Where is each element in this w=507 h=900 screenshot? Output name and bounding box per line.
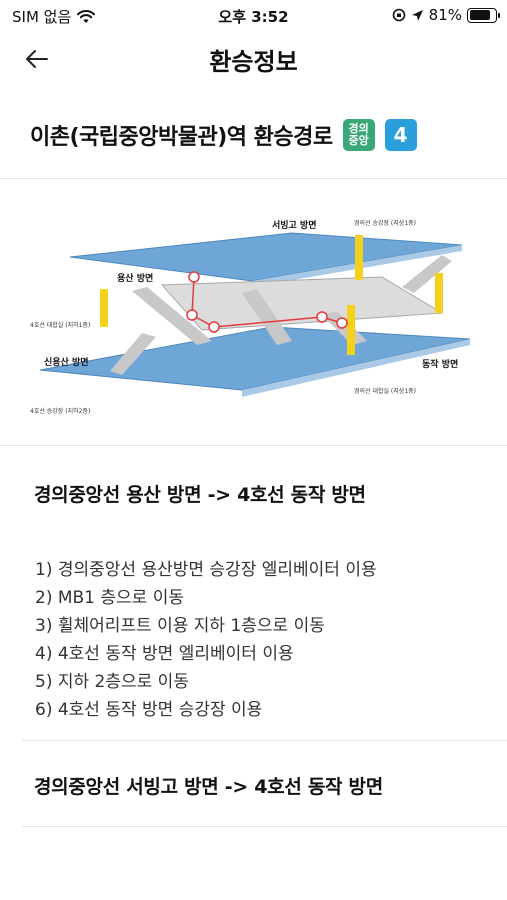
map-direction-seobinggo: 서빙고 방면 [272, 219, 317, 231]
page-title: 환승정보 [209, 48, 298, 76]
route-step: 5) 지하 2층으로 이동 [35, 672, 189, 692]
pillar [355, 235, 363, 280]
station-header: 이촌(국립중앙박물관)역 환승경로 경의 중앙 4 [30, 115, 417, 155]
route-divider [22, 740, 507, 741]
map-level-label: 경의선 대합실 (지상1층) [354, 387, 416, 395]
nav-bar: 환승정보 [0, 30, 507, 85]
escalator-ramp [132, 287, 212, 345]
route-steps: 1) 경의중앙선 용산방면 승강장 엘리베이터 이용 2) MB1 층으로 이동… [35, 556, 377, 724]
back-arrow-icon [26, 50, 48, 68]
map-level-label: 4호선 승강장 (지하2층) [30, 407, 90, 415]
map-level-label: 경의선 승강장 (지상1층) [354, 219, 416, 227]
route-step-marker [186, 309, 198, 321]
battery-icon [467, 7, 500, 23]
map-level-label: 4호선 대합실 (지하1층) [30, 321, 90, 329]
carrier-label: SIM 없음 [12, 8, 72, 26]
pillar [100, 289, 108, 327]
station-title: 이촌(국립중앙박물관)역 환승경로 [30, 125, 333, 150]
line-badge-4: 4 [384, 119, 417, 151]
battery-percent: 81% [428, 6, 462, 24]
route-step-marker [188, 271, 200, 283]
system-status: 81% [392, 6, 500, 24]
route-step-marker [336, 317, 348, 329]
route-title[interactable]: 경의중앙선 용산 방면 -> 4호선 동작 방면 [34, 484, 366, 506]
line4-platform-edge [242, 339, 470, 397]
escalator-ramp [402, 255, 452, 293]
wifi-icon [77, 9, 96, 23]
carrier-status: SIM 없음 [12, 6, 96, 27]
header-divider [0, 178, 507, 179]
route-divider [22, 826, 507, 827]
route-step-marker [208, 321, 220, 333]
route-step-marker [316, 311, 328, 323]
orientation-lock-icon [392, 8, 405, 22]
pillar [435, 273, 443, 313]
escalator-ramp [242, 289, 292, 345]
transfer-map: 서빙고 방면 용산 방면 신용산 방면 동작 방면 경의선 승강장 (지상1층)… [30, 219, 471, 415]
map-direction-yongsan: 용산 방면 [117, 272, 153, 284]
back-button[interactable] [22, 44, 52, 74]
route-step: 3) 휠체어리프트 이용 지하 1층으로 이동 [35, 616, 325, 636]
location-arrow-icon [411, 9, 423, 21]
pillar [347, 305, 355, 355]
route-step: 2) MB1 층으로 이동 [35, 588, 185, 608]
escalator-ramp [110, 333, 156, 375]
route-title[interactable]: 경의중앙선 서빙고 방면 -> 4호선 동작 방면 [34, 776, 383, 798]
route-step: 1) 경의중앙선 용산방면 승강장 엘리베이터 이용 [35, 560, 377, 580]
route-step: 4) 4호선 동작 방면 엘리베이터 이용 [35, 644, 294, 664]
map-direction-dongjak: 동작 방면 [422, 358, 458, 370]
line-badge-gj-bottom: 중앙 [348, 134, 369, 147]
map-direction-sinyongsan: 신용산 방면 [44, 356, 89, 368]
clock: 오후 3:52 [218, 8, 289, 26]
line-badge-gyeongui-jungang: 경의 중앙 [342, 119, 375, 151]
map-divider [0, 445, 507, 446]
route-step: 6) 4호선 동작 방면 승강장 이용 [35, 700, 263, 720]
line-badge-gj-top: 경의 [348, 122, 369, 135]
status-bar: SIM 없음 오후 3:52 81% [0, 0, 507, 30]
